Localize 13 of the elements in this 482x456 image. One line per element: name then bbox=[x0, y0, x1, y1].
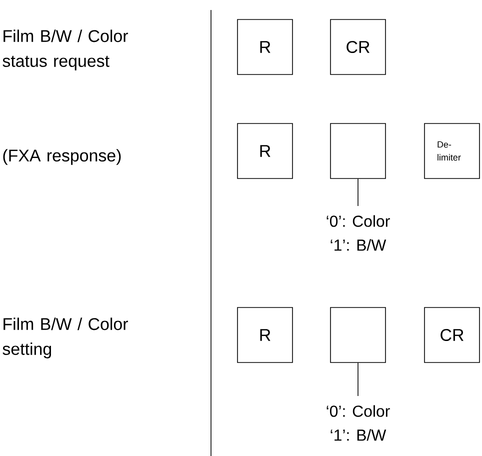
field-box: R bbox=[237, 19, 293, 75]
field-box: De-limiter bbox=[424, 123, 480, 179]
field-box bbox=[330, 307, 386, 363]
value-note: ‘0’: Color ‘1’: B/W bbox=[326, 215, 390, 251]
field-box: CR bbox=[330, 19, 386, 75]
value-note: ‘0’: Color ‘1’: B/W bbox=[326, 405, 390, 441]
field-box: R bbox=[237, 307, 293, 363]
field-box: CR bbox=[424, 307, 480, 363]
row-label: Film B/W / Color status request bbox=[2, 30, 128, 70]
row-label: (FXA response) bbox=[3, 149, 121, 165]
field-box: R bbox=[237, 123, 293, 179]
row-label: Film B/W / Color setting bbox=[2, 318, 128, 358]
field-box bbox=[330, 123, 386, 179]
